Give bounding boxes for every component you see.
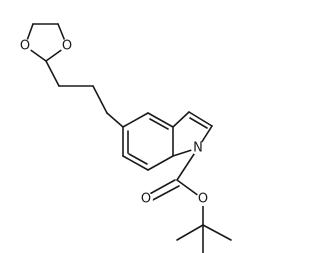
bond-c4-c3a-inner [149, 118, 169, 130]
atom-o3: O [139, 192, 153, 207]
bond-c4-c3a [147, 112, 174, 128]
atom-n1-label: N [193, 141, 203, 156]
propyl-chain [45, 60, 124, 128]
dioxolane-ring [24, 23, 68, 62]
bond-carbonyl-o-double-a [145, 179, 176, 197]
atom-o2-bg [60, 39, 74, 53]
bond-c5-c4 [122, 112, 149, 128]
bond-c3a-c3 [172, 111, 190, 128]
atom-o4-bg [196, 192, 210, 206]
bond-carbonyl-o-double-b [148, 185, 180, 203]
bond-cq-me2 [202, 224, 232, 241]
bond-c3-c2-inner [189, 117, 208, 129]
atom-n1-bg [191, 141, 205, 155]
atom-o3-bg [139, 192, 153, 206]
bond-chain-4 [106, 112, 124, 128]
atom-o2-label: O [62, 39, 72, 54]
indole-benzene-ring [122, 112, 174, 171]
atom-n1: N [191, 141, 205, 156]
bond-c7-c6 [122, 155, 149, 171]
atom-o1: O [18, 39, 32, 54]
bond-c3-c2 [188, 111, 213, 127]
atom-o4: O [196, 192, 210, 207]
molecular-structure: O O N O O [18, 23, 232, 253]
atom-o1-bg [18, 39, 32, 53]
bond-chain-1 [45, 60, 60, 87]
bond-c7a-c7 [147, 155, 174, 171]
atom-o1-label: O [20, 39, 30, 54]
bond-c7-c6-inner [128, 153, 148, 165]
atom-o4-label: O [198, 192, 208, 207]
atom-o2: O [60, 39, 74, 54]
bond-chain-3 [92, 85, 108, 114]
bond-cq-me1 [176, 224, 204, 241]
atom-o3-label: O [141, 192, 151, 207]
